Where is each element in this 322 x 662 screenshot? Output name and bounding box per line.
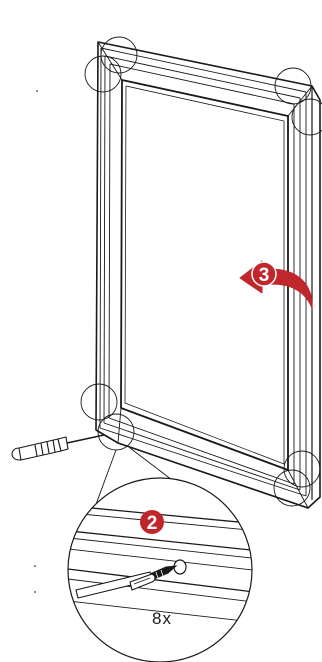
step-2-badge: 2 [140,510,164,534]
screw-hole [174,560,186,574]
step-3-number: 3 [259,265,270,286]
step-2-number: 2 [147,513,158,534]
screwdriver-icon [12,435,104,460]
screw-quantity-label: 8x [152,609,172,628]
detail-magnifier [60,478,270,662]
step-3-badge: 3 [252,262,276,286]
